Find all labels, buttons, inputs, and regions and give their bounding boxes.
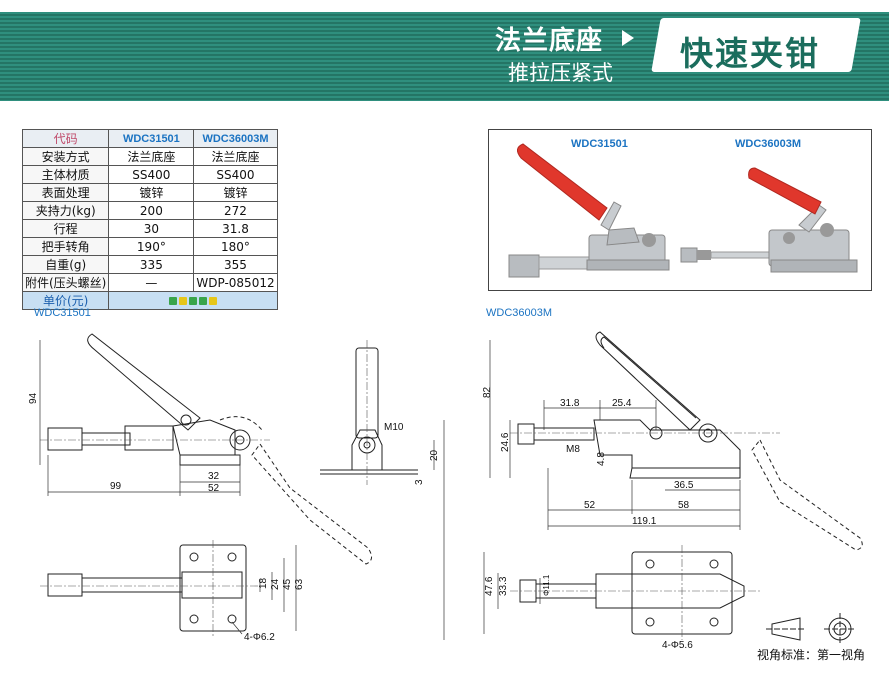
photo-label-left: WDC31501 (571, 138, 628, 150)
photo-label-right: WDC36003M (735, 138, 802, 150)
dim-24-6: 24.6 (500, 432, 511, 452)
spec-value: 272 (193, 201, 278, 220)
spec-value: WDC31501 (108, 129, 195, 148)
spec-value: SS400 (108, 165, 195, 184)
dim-36-5: 36.5 (674, 480, 694, 491)
spec-label: 表面处理 (21, 183, 110, 202)
spec-value: 335 (108, 255, 195, 274)
clamp-photo-left (508, 143, 670, 278)
spec-value: 镀锌 (193, 183, 278, 202)
spec-row: 单价(元) (21, 291, 278, 310)
dim-58: 58 (678, 500, 690, 511)
dim-32: 32 (208, 471, 220, 482)
spec-label: 单价(元) (21, 291, 110, 310)
clamp-spindle-nut (47, 427, 83, 451)
spec-label: 行程 (21, 219, 110, 238)
spec-value: WDP-085012 (193, 273, 278, 292)
spec-value: 镀锌 (108, 183, 195, 202)
category-title: 法兰底座 (495, 26, 604, 56)
product-photo-box: WDC31501 WDC36003M (488, 129, 872, 291)
chevron-right-icon (622, 30, 634, 46)
price-icons (108, 291, 278, 310)
dim-m10: M10 (384, 422, 404, 433)
spec-value: 355 (193, 255, 278, 274)
clamp-photo-right (680, 167, 858, 273)
category-subtitle: 推拉压紧式 (508, 61, 613, 85)
spec-value: SS400 (193, 165, 278, 184)
spec-row: 安装方式法兰底座法兰底座 (21, 147, 278, 166)
dim-25-4: 25.4 (612, 398, 632, 409)
view-standard: 视角标准：第一视角 (757, 648, 866, 662)
spec-value: 31.8 (193, 219, 278, 238)
spec-value: WDC36003M (193, 129, 278, 148)
dim-99: 99 (110, 481, 122, 492)
dim-holes-left: 4-Φ6.2 (244, 632, 275, 643)
dim-m8: M8 (566, 444, 580, 455)
drawing-title-left: WDC31501 (34, 307, 91, 319)
dim-33-3: 33.3 (498, 576, 509, 596)
dim-45: 45 (282, 578, 293, 590)
spec-value: — (108, 273, 195, 292)
spec-label: 代码 (21, 129, 110, 148)
spec-label: 夹持力(kg) (21, 201, 110, 220)
dim-24: 24 (270, 578, 281, 590)
dim-31-8: 31.8 (560, 398, 580, 409)
spec-label: 把手转角 (21, 237, 110, 256)
dim-4-8: 4.8 (596, 452, 607, 466)
dim-52-right: 52 (584, 500, 596, 511)
spec-label: 附件(压头螺丝) (21, 273, 110, 292)
dim-18: 18 (258, 577, 269, 589)
dim-3: 3 (414, 479, 425, 485)
spec-row: 表面处理镀锌镀锌 (21, 183, 278, 202)
dim-119-1: 119.1 (632, 516, 657, 527)
spec-label: 安装方式 (21, 147, 110, 166)
spec-value: 法兰底座 (108, 147, 195, 166)
product-photos (508, 143, 858, 278)
drawing-left: 94 99 32 52 M10 20 3 18 24 45 63 4-Φ6.2 (28, 333, 445, 643)
spec-row: 附件(压头螺丝)—WDP-085012 (21, 273, 278, 292)
spec-label: 主体材质 (21, 165, 110, 184)
dim-holes-right: 4-Φ5.6 (662, 640, 693, 651)
drawing-title-right: WDC36003M (486, 307, 553, 319)
spec-value: 30 (108, 219, 195, 238)
spec-value: 200 (108, 201, 195, 220)
product-name: 快速夹钳 (680, 34, 820, 73)
spec-label: 自重(g) (21, 255, 110, 274)
dim-47-6: 47.6 (484, 576, 495, 596)
banner-stripes (0, 12, 430, 101)
spec-value: 法兰底座 (193, 147, 278, 166)
dim-52: 52 (208, 483, 220, 494)
projection-symbol-icon (766, 613, 856, 645)
spec-value: 190° (108, 237, 195, 256)
dim-height: 94 (28, 392, 39, 404)
spec-value: 180° (193, 237, 278, 256)
dim-phi-11-1: Φ11.1 (542, 574, 551, 596)
dim-82: 82 (482, 386, 493, 398)
drawing-right: 82 31.8 25.4 24.6 M8 4.8 36.5 52 58 119.… (482, 331, 863, 651)
dim-20: 20 (429, 449, 440, 461)
dim-63: 63 (294, 578, 305, 590)
